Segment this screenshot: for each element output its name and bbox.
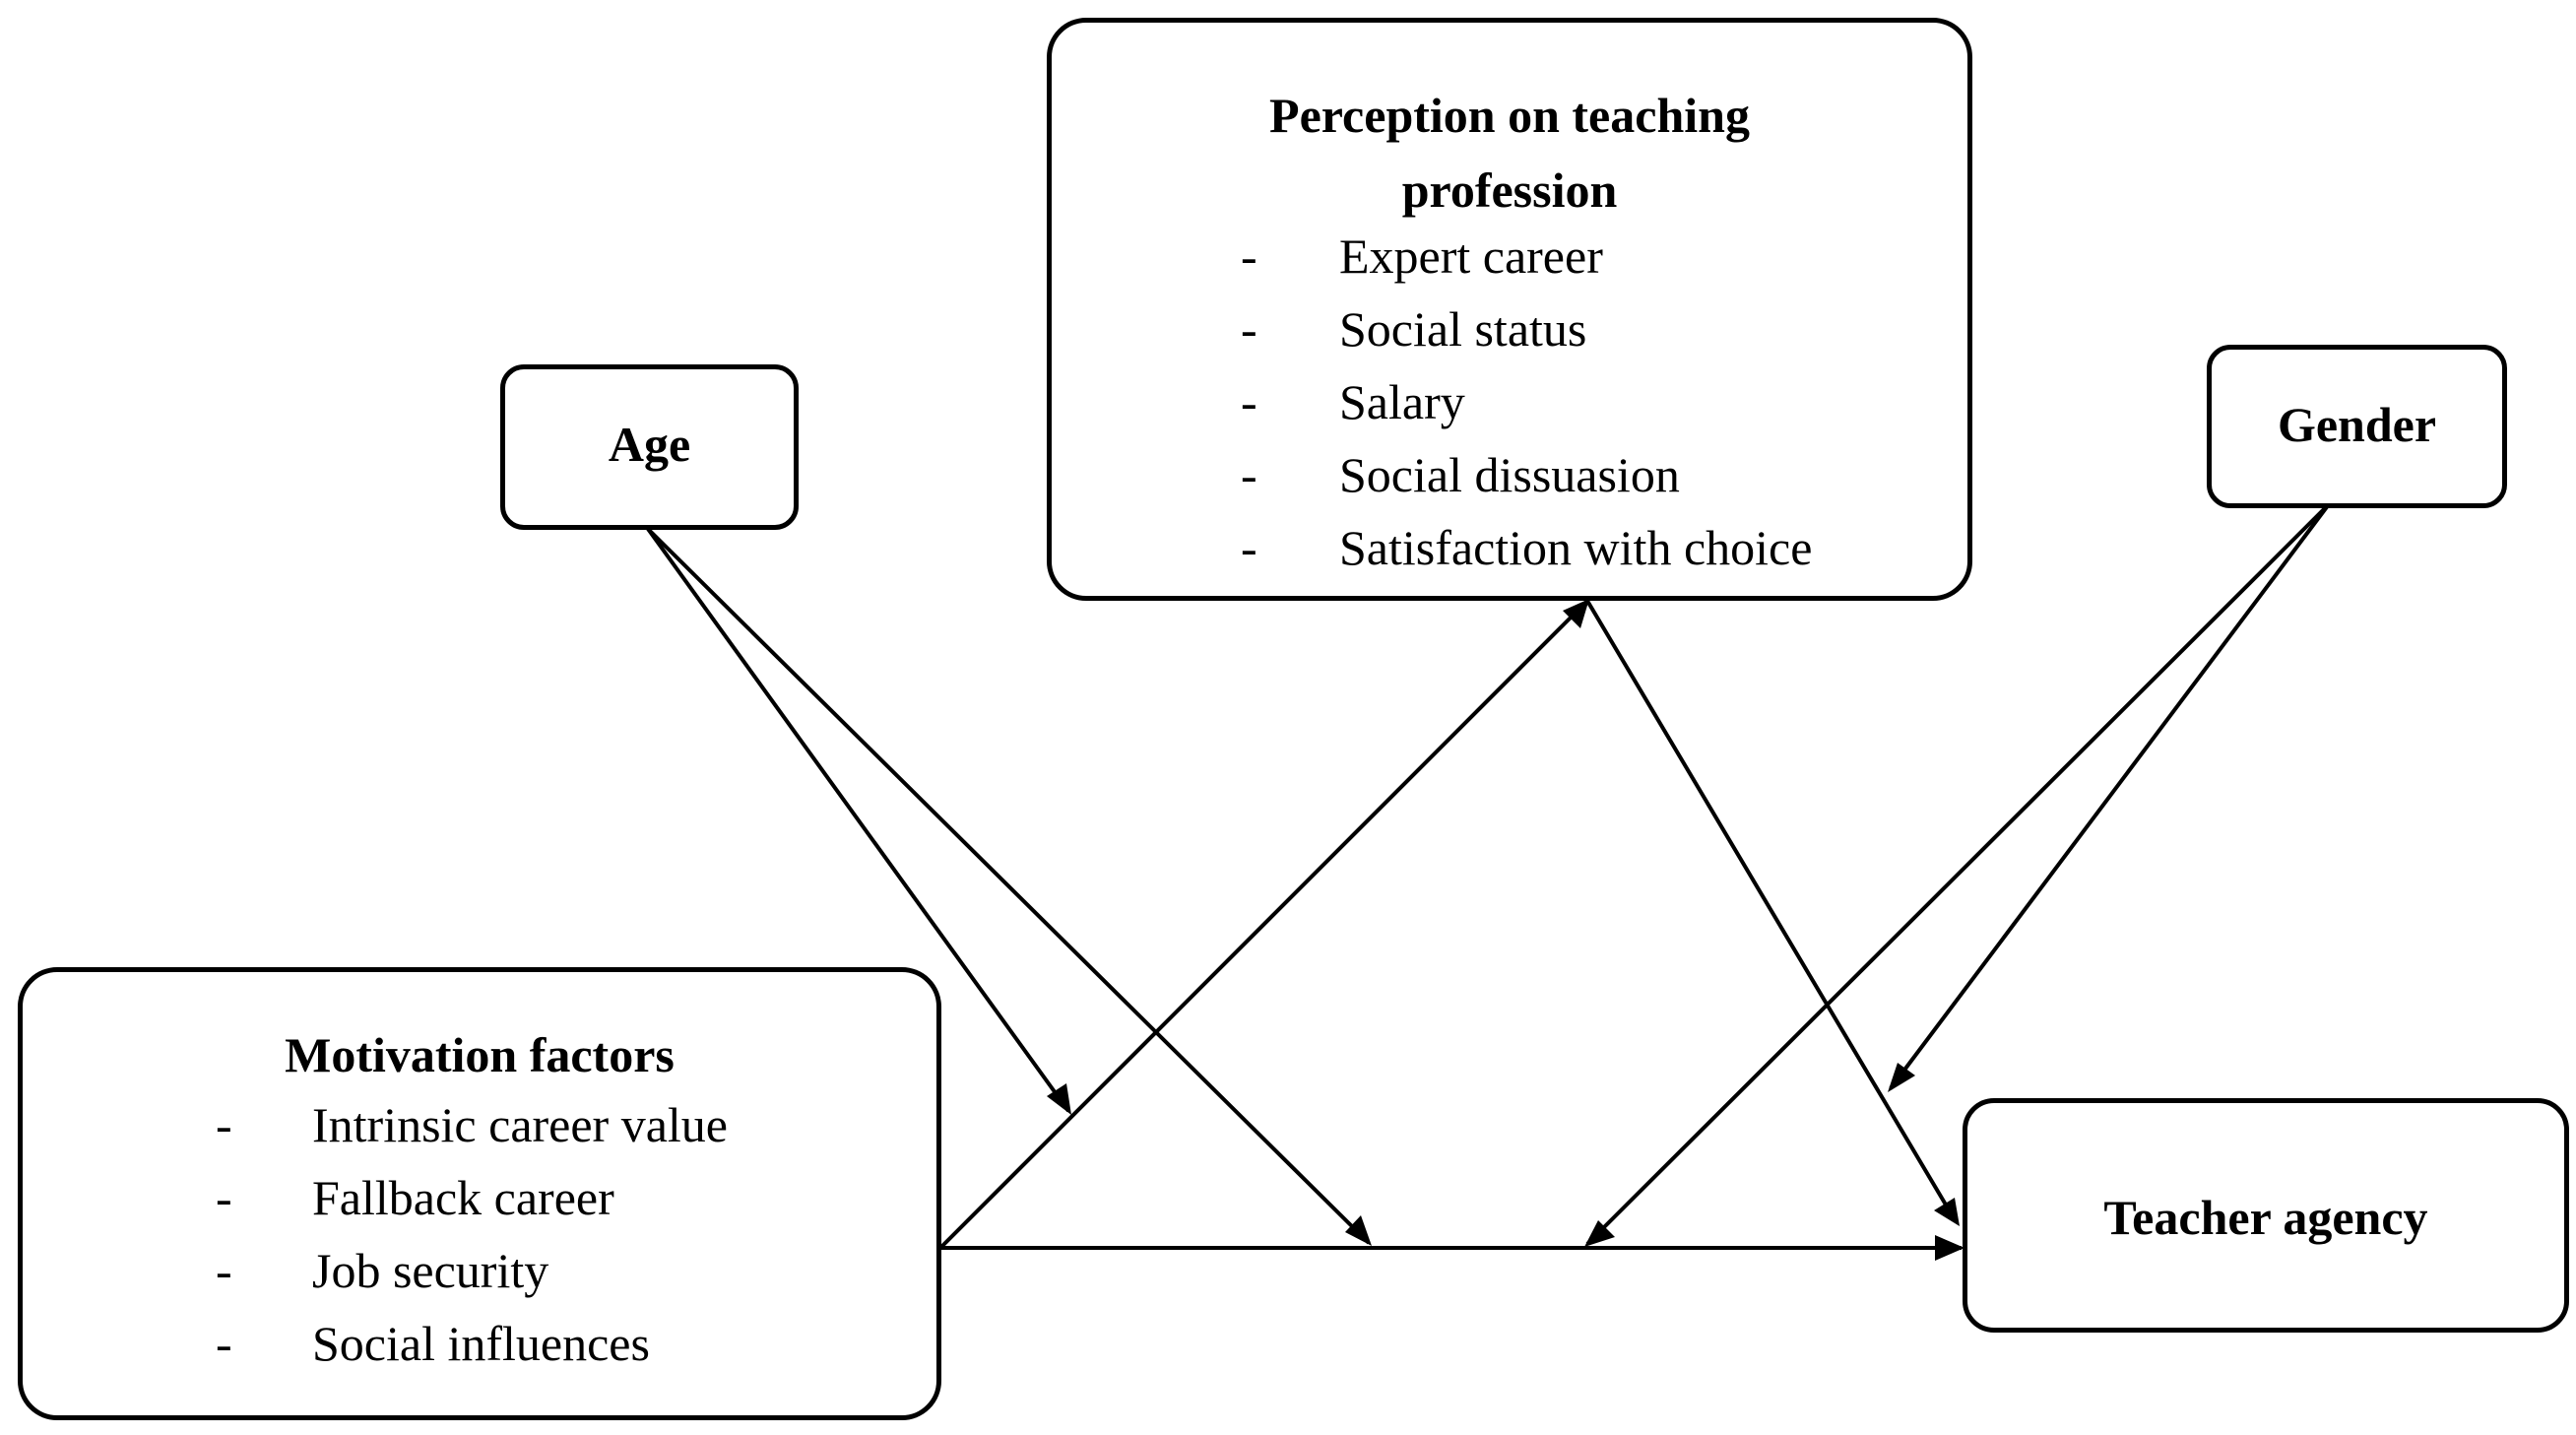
motivation-item-list: -Intrinsic career value -Fallback career… — [216, 1088, 728, 1380]
gender-box: Gender — [2207, 345, 2507, 508]
list-item: -Satisfaction with choice — [1241, 520, 1813, 575]
list-item: -Job security — [216, 1243, 549, 1298]
motivation-title: Motivation factors — [285, 1027, 675, 1082]
list-item: -Expert career — [1241, 228, 1603, 284]
arrow-motivation-to-perception — [938, 599, 1589, 1250]
list-item: -Fallback career — [216, 1170, 614, 1225]
perception-title-line2: profession — [1401, 163, 1618, 218]
arrowhead-perception-bottom — [1563, 599, 1589, 628]
arrow-gender-to-perception-teacher-agency-path — [1889, 502, 2331, 1090]
list-item: -Social influences — [216, 1316, 650, 1371]
arrow-age-to-motivation-perception-path — [646, 527, 1070, 1113]
perception-title-line1: Perception on teaching — [1269, 88, 1750, 143]
arrowhead-age-to-path1 — [1047, 1083, 1071, 1115]
list-item: -Social dissuasion — [1241, 447, 1680, 502]
arrow-age-to-motivation-teacher-agency-path — [646, 527, 1371, 1245]
arrowhead-gender-to-path2 — [1584, 1220, 1615, 1247]
teacher-agency-title: Teacher agency — [2103, 1190, 2428, 1245]
arrowhead-teacher-agency-diagonal — [1934, 1198, 1960, 1226]
gender-title: Gender — [2277, 397, 2437, 452]
teacher-agency-box: Teacher agency — [1963, 1098, 2569, 1333]
list-item: -Social status — [1241, 301, 1587, 357]
list-item: -Salary — [1241, 374, 1465, 429]
arrowhead-gender-to-path1 — [1888, 1063, 1915, 1092]
arrow-gender-to-motivation-teacher-agency-path — [1585, 502, 2331, 1246]
age-title: Age — [608, 417, 691, 472]
arrowhead-age-to-path2 — [1345, 1215, 1372, 1246]
list-item: -Intrinsic career value — [216, 1097, 728, 1152]
arrow-perception-to-teacher-agency — [1585, 599, 1955, 1218]
perception-box: Perception on teaching profession -Exper… — [1047, 18, 1972, 601]
age-box: Age — [500, 364, 799, 530]
motivation-box: Motivation factors -Intrinsic career val… — [18, 967, 941, 1420]
arrowhead-teacher-agency-horizontal — [1935, 1235, 1964, 1261]
perception-item-list: -Expert career -Social status -Salary -S… — [1241, 220, 1812, 584]
